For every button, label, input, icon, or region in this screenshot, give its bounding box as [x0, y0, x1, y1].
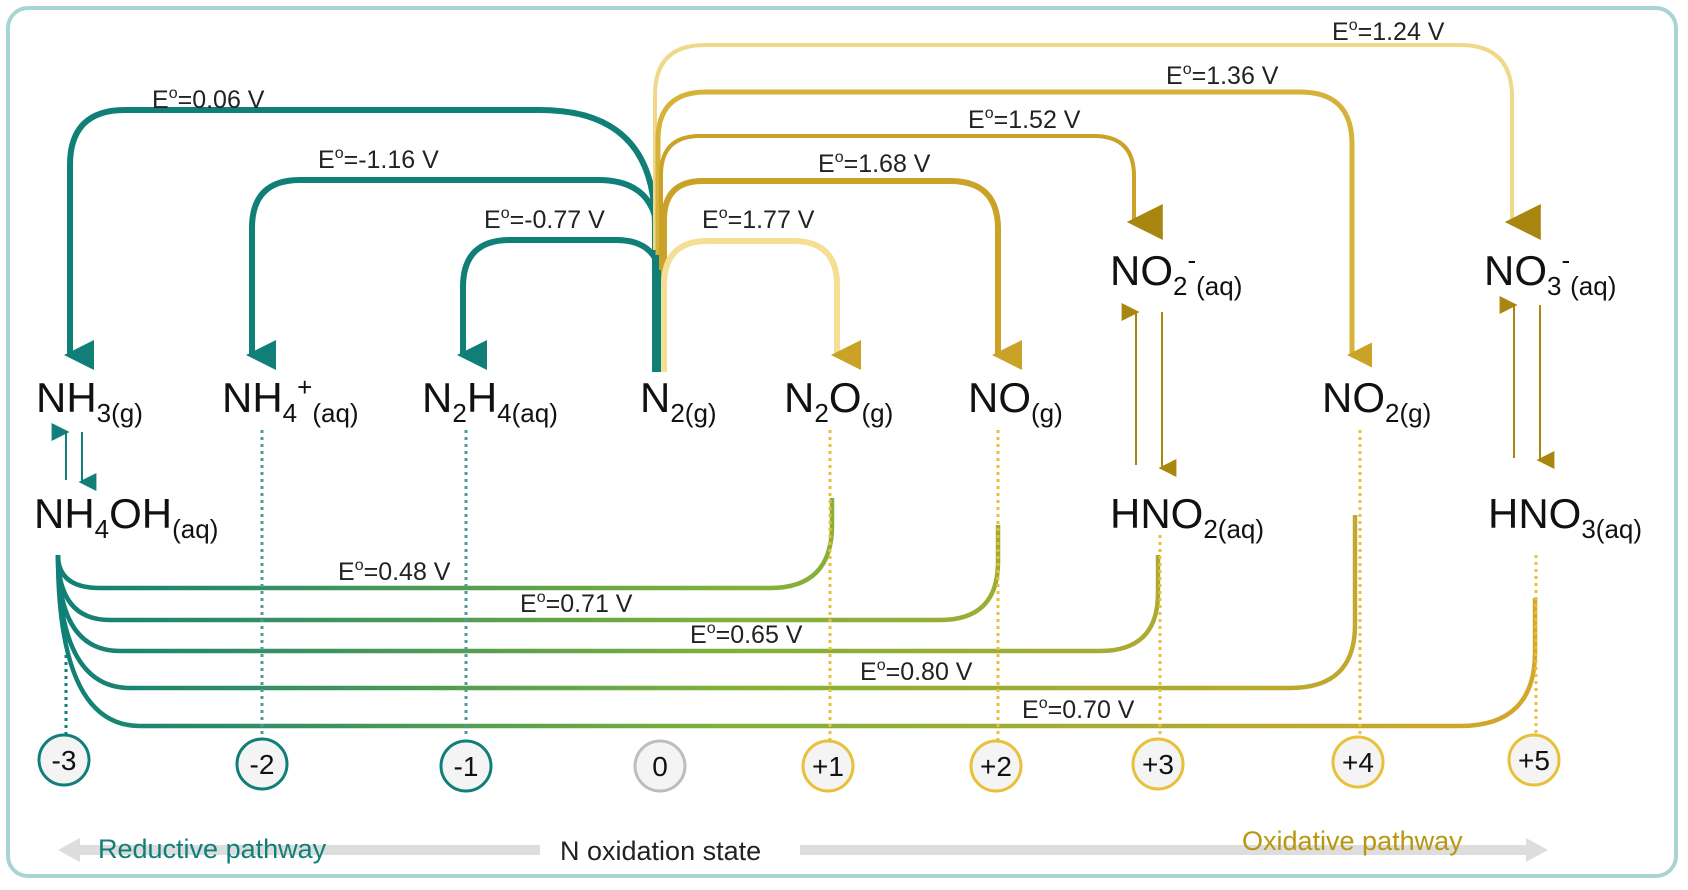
oxidation-state-minus3: -3	[37, 733, 91, 787]
svg-text:-1: -1	[454, 751, 479, 782]
potential-labels: Eo=0.06 V Eo=-1.16 V Eo=-0.77 V Eo=1.77 …	[152, 17, 1445, 724]
potential-n2-nh4: Eo=-1.16 V	[318, 145, 439, 174]
potential-nh4oh-hno3: Eo=0.70 V	[1022, 695, 1135, 724]
species-no3-minus: NO3-(aq)	[1484, 245, 1616, 301]
potential-nh4oh-hno2: Eo=0.65 V	[690, 620, 803, 649]
species-n2o: N2O(g)	[784, 374, 893, 428]
species-no2: NO2(g)	[1322, 374, 1431, 428]
arc-n2-no2	[655, 89, 1372, 368]
species-hno3: HNO3(aq)	[1488, 490, 1642, 544]
pathway-axis: Reductive pathway N oxidation state Oxid…	[58, 826, 1548, 866]
arc-n2-no3m	[653, 43, 1541, 250]
species-n2h4: N2H4(aq)	[422, 374, 558, 428]
potential-n2-n2o: Eo=1.77 V	[702, 205, 815, 234]
arc-nh4oh-hno2	[55, 554, 1161, 654]
species-no: NO(g)	[968, 374, 1063, 428]
oxidation-state-plus3: +3	[1131, 737, 1185, 791]
svg-text:+1: +1	[812, 751, 844, 782]
arc-n2-nh3	[64, 107, 658, 372]
svg-text:+5: +5	[1518, 745, 1550, 776]
axis-label-oxidative: Oxidative pathway	[1242, 826, 1463, 856]
drop-lines	[64, 430, 1538, 740]
svg-text:0: 0	[652, 751, 668, 782]
arc-n2-no	[661, 178, 1022, 370]
potential-n2-n2h4: Eo=-0.77 V	[484, 205, 605, 234]
arc-n2-no2m	[659, 134, 1163, 270]
species-no2-minus: NO2-(aq)	[1110, 245, 1242, 301]
arc-n2-n2h4	[457, 237, 664, 372]
potential-n2-no2: Eo=1.36 V	[1166, 61, 1279, 90]
axis-label-center: N oxidation state	[560, 836, 761, 866]
svg-text:+3: +3	[1142, 749, 1174, 780]
oxidation-state-plus1: +1	[801, 739, 855, 793]
equilibrium-arrows	[51, 296, 1555, 491]
potential-n2-no: Eo=1.68 V	[818, 149, 931, 178]
potential-n2-no3m: Eo=1.24 V	[1332, 17, 1445, 46]
oxidation-state-plus2: +2	[969, 739, 1023, 793]
svg-text:-3: -3	[52, 745, 77, 776]
oxidative-arcs	[653, 43, 1541, 372]
oxidation-state-pills: -3 -2 -1 0 +1 +2 +3 +4	[37, 733, 1561, 793]
svg-text:-2: -2	[250, 749, 275, 780]
axis-arrow-right	[800, 838, 1548, 862]
axis-label-reductive: Reductive pathway	[98, 834, 327, 864]
arc-n2-n2o	[661, 238, 861, 372]
oxidation-state-minus1: -1	[439, 739, 493, 793]
oxidation-state-minus2: -2	[235, 737, 289, 791]
species-nh4oh: NH4OH(aq)	[34, 490, 218, 544]
potential-n2-nh3: Eo=0.06 V	[152, 85, 265, 114]
species-nh4: NH4+(aq)	[222, 372, 359, 428]
axis-arrow-left	[58, 838, 540, 862]
arc-nh4oh-no	[55, 525, 1001, 623]
species-hno2: HNO2(aq)	[1110, 490, 1264, 544]
species-nh3: NH3(g)	[36, 374, 143, 428]
arc-nh4oh-no2	[55, 515, 1358, 691]
species-labels: NH3(g) NH4+(aq) N2H4(aq) N2(g) N2O(g) NO…	[34, 245, 1642, 544]
oxidation-state-plus5: +5	[1507, 733, 1561, 787]
diagram-frame	[6, 6, 1678, 878]
arc-nh4oh-hno3	[55, 554, 1538, 729]
potential-nh4oh-no2: Eo=0.80 V	[860, 657, 973, 686]
potential-nh4oh-no: Eo=0.71 V	[520, 589, 633, 618]
species-n2: N2(g)	[640, 374, 717, 428]
svg-text:+4: +4	[1342, 747, 1374, 778]
arc-nh4oh-n2o	[55, 498, 835, 591]
oxidation-state-zero: 0	[633, 739, 687, 793]
svg-text:+2: +2	[980, 751, 1012, 782]
potential-n2-no2m: Eo=1.52 V	[968, 105, 1081, 134]
oxidation-state-plus4: +4	[1331, 735, 1385, 789]
nh4oh-arcs	[55, 498, 1538, 729]
potential-nh4oh-n2o: Eo=0.48 V	[338, 557, 451, 586]
